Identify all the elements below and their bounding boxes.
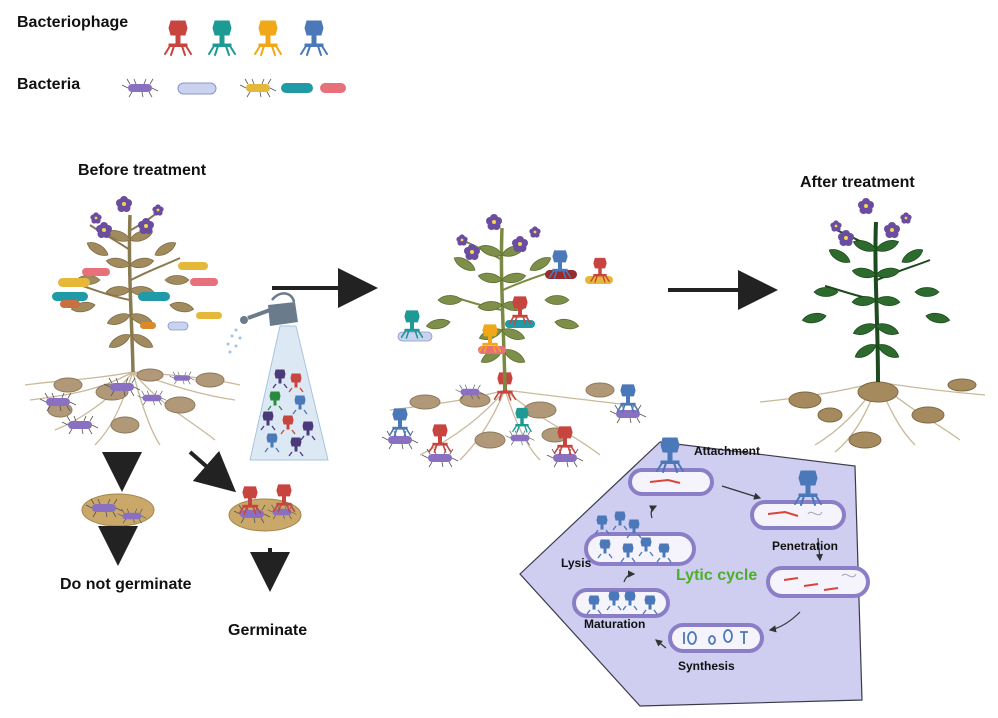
infected-plant-stem (127, 214, 135, 373)
lytic-cycle-title: Lytic cycle (676, 567, 758, 584)
legend-phage-icons (164, 20, 328, 56)
step-lysis-label: Lysis (561, 556, 592, 570)
cell-penetration (750, 470, 846, 530)
legend-bacterium-lightblue-icon (177, 82, 217, 95)
tuber-treated-outcome (228, 483, 302, 532)
healthy-plant (759, 198, 986, 453)
lytic-cycle-panel (519, 437, 870, 707)
legend-phage-yellow-icon (254, 20, 282, 56)
cell-lysis (584, 511, 696, 566)
legend-bacteriophage-label: Bacteriophage (17, 14, 129, 31)
cell-synthesis (668, 623, 764, 653)
cell-replication (766, 566, 870, 598)
flow-arrows (98, 268, 778, 592)
legend-bacteria-label: Bacteria (17, 76, 81, 93)
legend-phage-blue-icon (300, 20, 328, 56)
watering-can-icon (226, 292, 298, 354)
phage-spray-cone (249, 325, 329, 461)
infected-plant (24, 196, 241, 446)
step-maturation-label: Maturation (584, 617, 646, 631)
legend-bacterium-yellow-icon (239, 78, 277, 98)
cell-attachment (628, 437, 714, 496)
legend-phage-red-icon (164, 20, 192, 56)
legend-bacterium-pink-icon (320, 83, 346, 93)
step-synthesis-label: Synthesis (678, 659, 735, 673)
legend-bacterium-purple-icon (121, 78, 159, 98)
cell-maturation (572, 588, 670, 618)
infected-leaf-bacteria (52, 262, 222, 331)
after-treatment-title: After treatment (800, 174, 915, 191)
cycle-arrows (623, 485, 824, 649)
legend-bacteria-icons (121, 78, 346, 98)
before-treatment-title: Before treatment (78, 162, 207, 179)
tuber-infected-outcome (81, 493, 155, 527)
legend-bacterium-teal-icon (281, 83, 313, 93)
treating-plant (381, 214, 647, 468)
outcome-germinate: Germinate (228, 622, 308, 639)
legend-phage-teal-icon (208, 20, 236, 56)
outcome-do-not-germinate: Do not germinate (60, 576, 192, 593)
step-attachment-label: Attachment (694, 444, 761, 458)
step-penetration-label: Penetration (772, 539, 839, 553)
